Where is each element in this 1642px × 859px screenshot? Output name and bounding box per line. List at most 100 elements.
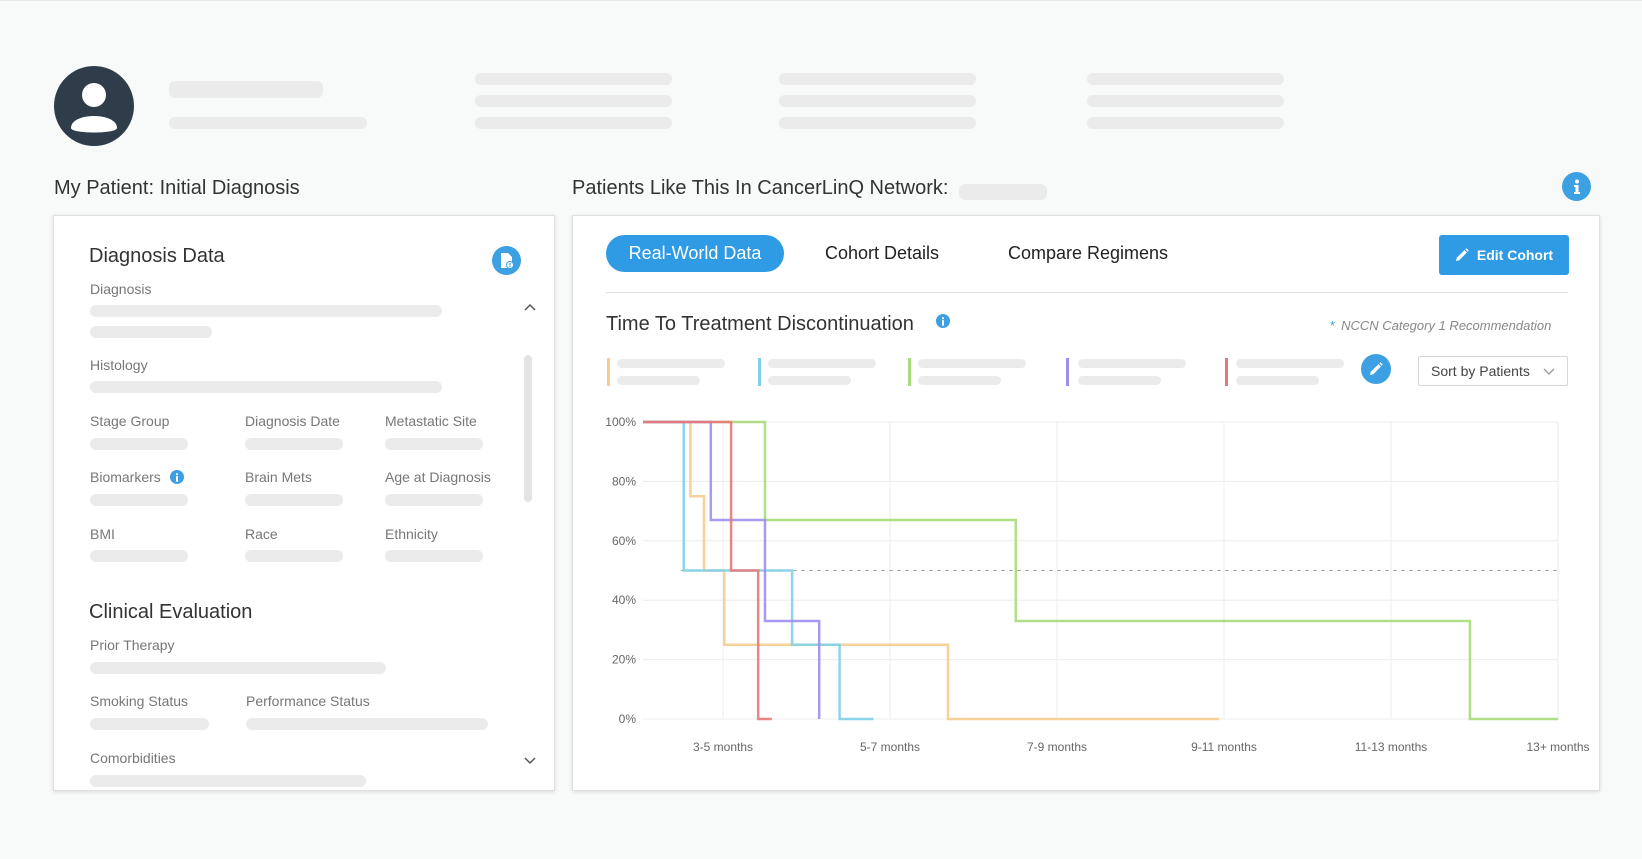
- placeholder-patient-sub: [169, 117, 367, 129]
- clinical-evaluation-title: Clinical Evaluation: [89, 601, 253, 623]
- nccn-note-text: NCCN Category 1 Recommendation: [1341, 318, 1552, 333]
- placeholder-legend: [1078, 359, 1186, 368]
- placeholder-legend: [1236, 376, 1319, 385]
- placeholder-value: [90, 326, 212, 338]
- x-tick-label: 11-13 months: [1355, 740, 1428, 754]
- info-icon[interactable]: [1562, 172, 1591, 201]
- placeholder-value: [90, 718, 209, 730]
- placeholder-header-field: [475, 117, 672, 129]
- sort-label: Sort by Patients: [1431, 363, 1530, 379]
- placeholder-header-field: [1087, 95, 1284, 107]
- x-tick-label: 9-11 months: [1191, 740, 1257, 754]
- y-tick-label: 60%: [612, 534, 636, 548]
- placeholder-value: [245, 494, 343, 506]
- placeholder-legend: [918, 376, 1001, 385]
- x-tick-label: 13+ months: [1526, 740, 1589, 754]
- series-line: [643, 420, 772, 721]
- scrollbar-thumb[interactable]: [524, 355, 532, 502]
- legend-swatch: [607, 358, 610, 386]
- report-icon[interactable]: [492, 246, 521, 275]
- placeholder-patient-name: [169, 81, 323, 98]
- user-icon: [71, 83, 117, 133]
- placeholder-legend: [918, 359, 1026, 368]
- field-label-diagnosis: Diagnosis: [90, 281, 152, 297]
- top-border: [0, 0, 1642, 1]
- x-tick-label: 3-5 months: [693, 740, 753, 754]
- info-icon[interactable]: [170, 470, 184, 484]
- placeholder-value: [90, 381, 442, 393]
- placeholder-legend: [768, 376, 851, 385]
- nccn-note: * NCCN Category 1 Recommendation: [1330, 318, 1551, 333]
- legend-swatch: [1225, 358, 1228, 386]
- tab-compare-regimens[interactable]: Compare Regimens: [1007, 243, 1169, 263]
- placeholder-value: [385, 438, 483, 450]
- legend-swatch: [908, 358, 911, 386]
- placeholder-value: [90, 438, 188, 450]
- my-patient-title: My Patient: Initial Diagnosis: [54, 177, 300, 199]
- placeholder-header-field: [779, 73, 976, 85]
- y-tick-label: 100%: [605, 415, 636, 429]
- network-card: [572, 215, 1600, 791]
- edit-cohort-button[interactable]: Edit Cohort: [1439, 235, 1569, 275]
- placeholder-header-field: [475, 95, 672, 107]
- field-label-bmi: BMI: [90, 526, 115, 542]
- field-label-ethnicity: Ethnicity: [385, 526, 438, 542]
- field-label-race: Race: [245, 526, 278, 542]
- diagnosis-data-title: Diagnosis Data: [89, 245, 225, 267]
- field-label-prior-therapy: Prior Therapy: [90, 637, 175, 653]
- placeholder-header-field: [779, 95, 976, 107]
- field-label-metastatic-site: Metastatic Site: [385, 413, 477, 429]
- placeholder-value: [245, 438, 343, 450]
- chart-title: Time To Treatment Discontinuation: [606, 313, 914, 335]
- pencil-icon[interactable]: [1361, 354, 1391, 384]
- ttd-chart: 0% 20% 40% 60% 80% 100% 3-5 months 5-7 months 7-…: [605, 415, 1589, 754]
- placeholder-header-field: [475, 73, 672, 85]
- field-label-brain-mets: Brain Mets: [245, 469, 312, 485]
- placeholder-header-field: [779, 117, 976, 129]
- network-title: Patients Like This In CancerLinQ Network…: [572, 177, 949, 199]
- placeholder-value: [90, 662, 386, 674]
- placeholder-legend: [617, 359, 725, 368]
- legend-swatch: [758, 358, 761, 386]
- placeholder-legend: [1236, 359, 1344, 368]
- placeholder-value: [385, 494, 483, 506]
- info-icon[interactable]: [936, 314, 950, 328]
- placeholder-value: [246, 718, 488, 730]
- series-line: [643, 420, 1558, 721]
- y-tick-label: 80%: [612, 474, 636, 488]
- placeholder-legend: [617, 376, 700, 385]
- tab-cohort-details[interactable]: Cohort Details: [824, 243, 940, 263]
- scroll-down-icon[interactable]: [524, 754, 536, 768]
- placeholder-value: [90, 305, 442, 317]
- x-tick-label: 5-7 months: [860, 740, 920, 754]
- y-tick-label: 0%: [619, 712, 637, 726]
- field-label-comorbidities: Comorbidities: [90, 750, 176, 766]
- x-tick-label: 7-9 months: [1027, 740, 1087, 754]
- field-label-performance-status: Performance Status: [246, 693, 370, 709]
- tab-real-world-data[interactable]: Real-World Data: [606, 235, 784, 272]
- y-tick-label: 40%: [612, 593, 636, 607]
- sort-select[interactable]: Sort by Patients: [1418, 356, 1568, 386]
- placeholder-network-count: [959, 184, 1047, 200]
- field-label-histology: Histology: [90, 357, 148, 373]
- placeholder-header-field: [1087, 117, 1284, 129]
- field-label-age-at-diagnosis: Age at Diagnosis: [385, 469, 491, 485]
- avatar: [54, 66, 134, 146]
- placeholder-header-field: [1087, 73, 1284, 85]
- scroll-up-icon[interactable]: [524, 300, 536, 314]
- series-line: [643, 420, 874, 721]
- placeholder-value: [90, 775, 366, 787]
- placeholder-legend: [768, 359, 876, 368]
- placeholder-value: [90, 494, 188, 506]
- placeholder-value: [90, 550, 188, 562]
- pencil-icon: [1455, 248, 1469, 261]
- tabs-divider: [606, 292, 1568, 293]
- placeholder-value: [385, 550, 483, 562]
- nccn-star: *: [1330, 318, 1336, 333]
- placeholder-legend: [1078, 376, 1161, 385]
- y-tick-label: 20%: [612, 653, 636, 667]
- legend-swatch: [1066, 358, 1069, 386]
- placeholder-value: [245, 550, 343, 562]
- field-label-biomarkers: Biomarkers: [90, 469, 161, 485]
- chevron-down-icon: [1543, 368, 1555, 375]
